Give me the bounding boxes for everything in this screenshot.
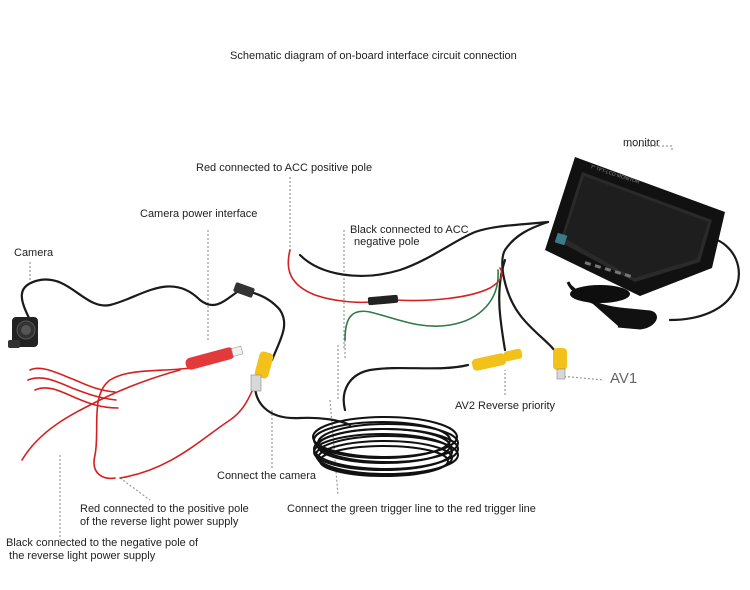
acc-red-wire: [287, 249, 371, 304]
yellow-rca-av2: [471, 348, 523, 371]
acc-red-wire-2: [394, 267, 503, 302]
leader-monitor: [626, 145, 673, 152]
trigger-black-loop: [342, 363, 470, 412]
label-black-acc-line2: negative pole: [354, 236, 420, 248]
red-power-connector: [185, 345, 244, 370]
red-coil-2: [27, 377, 117, 401]
yellow-rca-av1: [553, 348, 567, 380]
camera-power-connector: [233, 282, 255, 298]
camera-extension: [253, 383, 352, 427]
label-camera-power: Camera power interface: [140, 208, 258, 220]
camera-cable: [20, 278, 242, 322]
label-green-trigger: Connect the green trigger line to the re…: [287, 503, 536, 515]
monitor-body: 7" TFT-LCD MONITOR: [545, 157, 725, 330]
yellow-rca-camera: [250, 351, 274, 392]
leader-red-reverse: [119, 477, 151, 501]
label-black-reverse-line2: the reverse light power supply: [6, 550, 156, 562]
leader-lines: [29, 145, 673, 540]
monitor-power-cable: [668, 236, 740, 322]
label-connect-camera: Connect the camera: [217, 470, 317, 482]
reverse-red-wire: [93, 367, 191, 480]
label-black-acc-line1: Black connected to ACC: [350, 224, 469, 236]
label-camera: Camera: [14, 247, 54, 259]
label-black-reverse-line1: Black connected to the negative pole of: [6, 537, 199, 549]
acc-inline-connector: [367, 294, 399, 306]
reverse-red-wire-3: [119, 384, 256, 479]
diagram-title: Schematic diagram of on-board interface …: [230, 50, 517, 62]
leader-av1: [559, 375, 605, 381]
label-red-reverse-line2: of the reverse light power supply: [80, 516, 239, 528]
green-trigger-wire: [344, 269, 499, 341]
label-red-acc: Red connected to ACC positive pole: [196, 162, 373, 174]
reverse-red-wire-2: [21, 369, 181, 461]
av2-cable: [498, 258, 507, 352]
av1-cable: [501, 220, 562, 362]
black-cables: [20, 220, 740, 427]
red-coil-3: [34, 387, 119, 409]
red-wires: [21, 249, 503, 480]
leader-green-trigger: [329, 340, 346, 496]
cable-coil: [312, 416, 459, 477]
label-red-reverse-line1: Red connected to the positive pole: [80, 503, 249, 515]
green-wire: [344, 269, 499, 341]
red-coil-1: [29, 367, 116, 393]
acc-black-wire: [298, 220, 550, 277]
camera-av-cable: [238, 288, 286, 362]
label-av2: AV2 Reverse priority: [455, 400, 556, 412]
camera-body: [8, 317, 38, 348]
label-av1: AV1: [610, 370, 638, 387]
label-monitor: monitor: [623, 137, 660, 149]
